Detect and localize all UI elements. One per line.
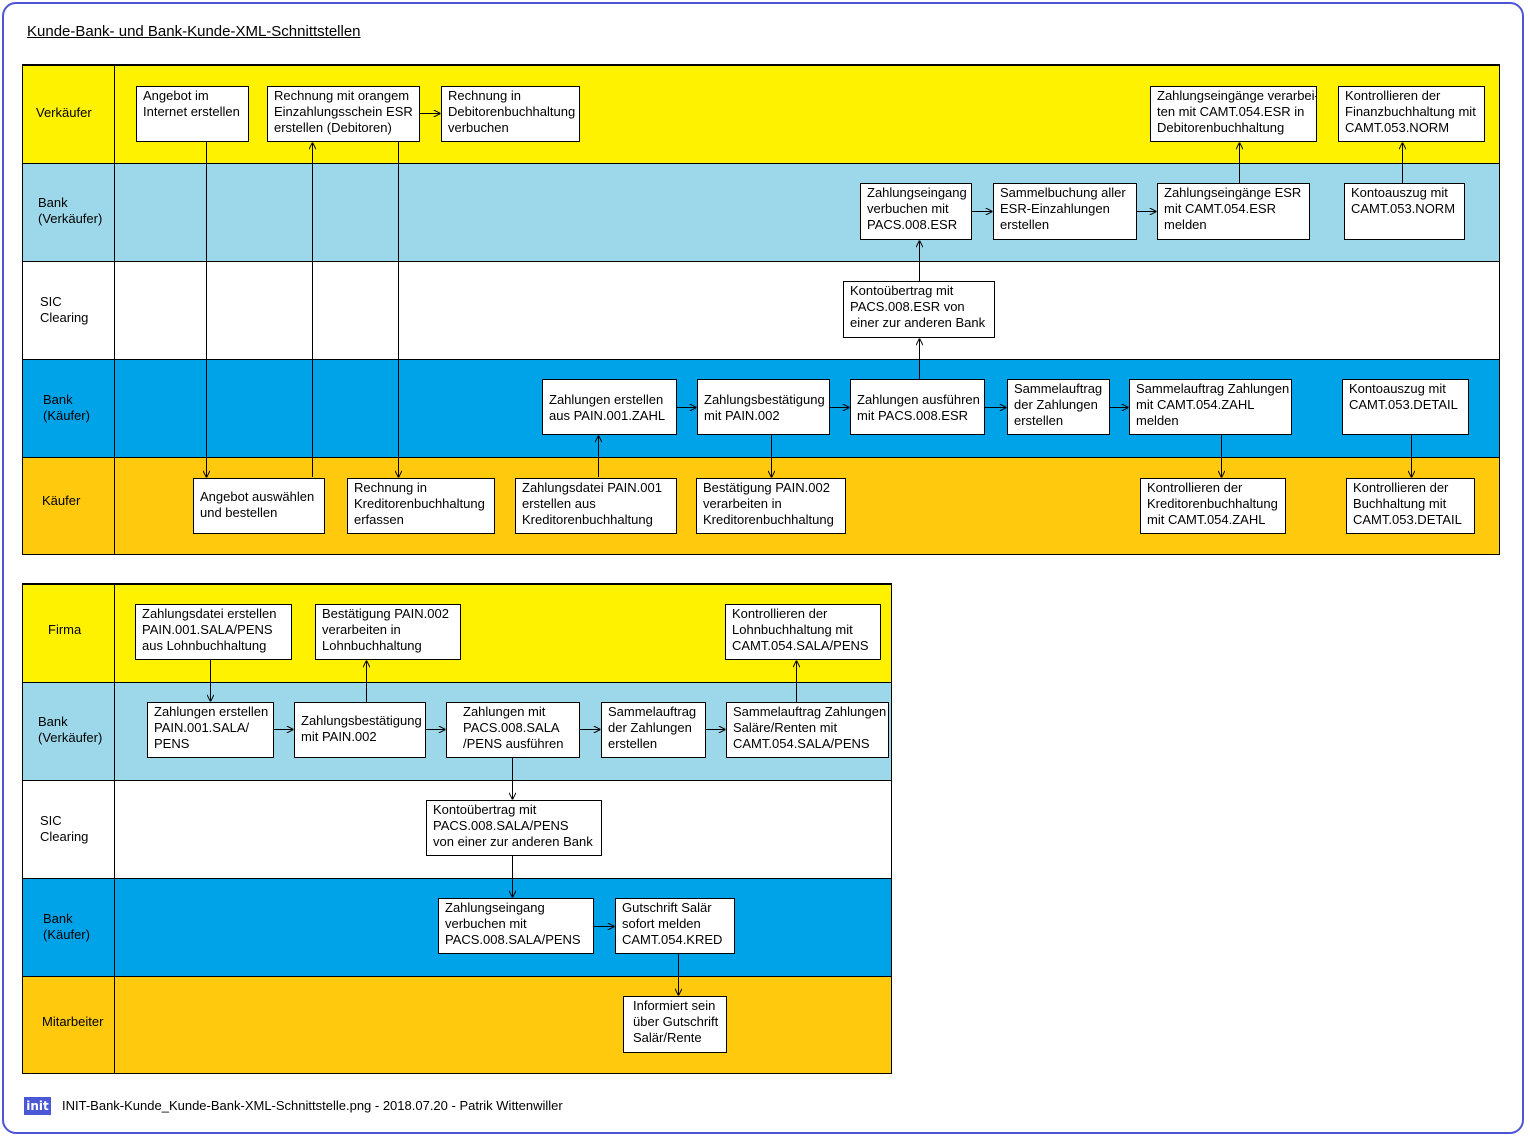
process-box: Kontoübertrag mit PACS.008.ESR von einer… <box>843 281 995 338</box>
init-logo: init <box>24 1097 51 1115</box>
lane-label-kaeufer: Käufer <box>42 493 81 508</box>
process-box: Zahlungen mit PACS.008.SALA /PENS ausfüh… <box>446 702 580 758</box>
process-box: Angebot im Internet erstellen <box>136 86 249 142</box>
lane-label-verkaeufer: Verkäufer <box>36 105 92 120</box>
lane-mitarbeiter <box>23 976 891 1073</box>
process-box: Zahlungsdatei PAIN.001 erstellen aus Kre… <box>515 478 677 534</box>
process-box: Zahlungen erstellen PAIN.001.SALA/ PENS <box>147 702 274 758</box>
process-box: Sammelbuchung aller ESR-Einzahlungen ers… <box>993 183 1137 240</box>
process-box: Zahlungen ausführen mit PACS.008.ESR <box>850 379 985 435</box>
lane-header-divider <box>114 65 115 554</box>
footer-caption: INIT-Bank-Kunde_Kunde-Bank-XML-Schnittst… <box>62 1098 563 1113</box>
process-box: Bestätigung PAIN.002 verarbeiten in Kred… <box>696 478 846 534</box>
process-box: Sammelauftrag Zahlungen Saläre/Renten mi… <box>726 702 889 758</box>
process-box: Informiert sein über Gutschrift Salär/Re… <box>623 996 727 1053</box>
process-box: Sammelauftrag der Zahlungen erstellen <box>1007 379 1110 435</box>
process-box: Zahlungseingang verbuchen mit PACS.008.E… <box>860 183 972 240</box>
process-box: Kontrollieren der Finanzbuchhaltung mit … <box>1338 86 1485 142</box>
process-box: Gutschrift Salär sofort melden CAMT.054.… <box>615 898 735 954</box>
lane-label-sic-clearing: SIC Clearing <box>40 294 89 325</box>
lane-label-firma: Firma <box>48 622 82 637</box>
process-box: Zahlungseingang verbuchen mit PACS.008.S… <box>438 898 594 954</box>
process-box: Rechnung in Kreditorenbuchhaltung erfass… <box>347 478 495 534</box>
process-box: Rechnung in Debitorenbuchhaltung verbuch… <box>441 86 580 142</box>
process-box: Bestätigung PAIN.002 verarbeiten in Lohn… <box>315 604 461 660</box>
lane-label-bank-verkaeufer: Bank (Verkäufer) <box>38 714 103 745</box>
process-box: Rechnung mit orangem Einzahlungsschein E… <box>267 86 420 142</box>
lane-label-mitarbeiter: Mitarbeiter <box>42 1014 104 1029</box>
page-title: Kunde-Bank- und Bank-Kunde-XML-Schnittst… <box>27 23 361 40</box>
process-box: Kontoübertrag mit PACS.008.SALA/PENS von… <box>426 800 602 856</box>
lane-label-bank-verkaeufer: Bank (Verkäufer) <box>38 195 103 226</box>
process-box: Kontoauszug mit CAMT.053.DETAIL <box>1342 379 1469 435</box>
process-box: Zahlungsdatei erstellen PAIN.001.SALA/PE… <box>135 604 292 660</box>
process-box: Zahlungsbestätigung mit PAIN.002 <box>697 379 830 435</box>
lane-label-sic-clearing: SIC Clearing <box>40 813 89 844</box>
process-box: Zahlungen erstellen aus PAIN.001.ZAHL <box>542 379 677 435</box>
process-box: Zahlungseingänge verarbei- ten mit CAMT.… <box>1150 86 1317 142</box>
lane-sic-clearing <box>23 261 1499 359</box>
lane-label-bank-kaeufer: Bank (Käufer) <box>43 911 90 942</box>
process-box: Angebot auswählen und bestellen <box>193 478 325 534</box>
lane-header-divider <box>114 584 115 1073</box>
process-box: Kontrollieren der Kreditorenbuchhaltung … <box>1140 478 1286 534</box>
process-box: Zahlungsbestätigung mit PAIN.002 <box>294 702 426 758</box>
lane-label-bank-kaeufer: Bank (Käufer) <box>43 392 90 423</box>
process-box: Kontrollieren der Buchhaltung mit CAMT.0… <box>1346 478 1475 534</box>
process-box: Sammelauftrag Zahlungen mit CAMT.054.ZAH… <box>1129 379 1292 435</box>
process-box: Sammelauftrag der Zahlungen erstellen <box>601 702 706 758</box>
process-box: Kontrollieren der Lohnbuchhaltung mit CA… <box>725 604 881 660</box>
process-box: Zahlungseingänge ESR mit CAMT.054.ESR me… <box>1157 183 1310 240</box>
process-box: Kontoauszug mit CAMT.053.NORM <box>1344 183 1465 240</box>
